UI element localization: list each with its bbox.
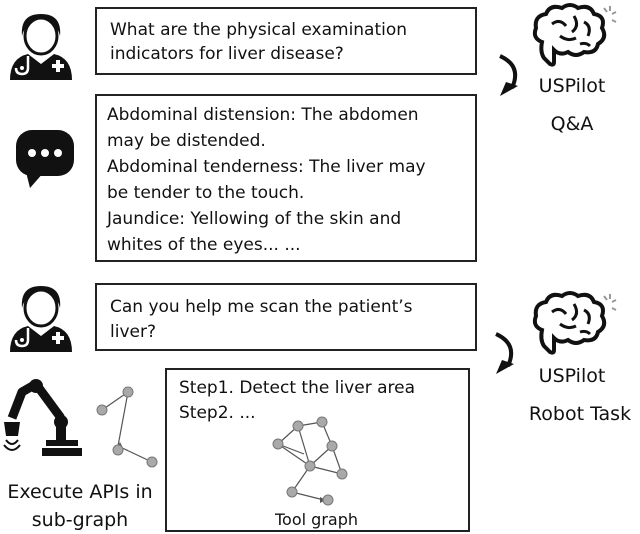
brain-icon-top bbox=[532, 3, 617, 67]
answer-box: Abdominal distension: The abdomen may be… bbox=[95, 94, 477, 262]
answer-line-3: Abdominal tenderness: The liver may bbox=[107, 157, 426, 177]
curved-arrow-bottom bbox=[495, 332, 514, 374]
curved-arrow-top bbox=[499, 54, 518, 96]
tool-graph-node bbox=[316, 416, 328, 428]
tool-graph bbox=[272, 416, 348, 506]
mode-label-robot: Robot Task bbox=[528, 403, 632, 425]
doctor-icon-bottom bbox=[10, 286, 72, 352]
question-line-2: indicators for liver disease? bbox=[110, 44, 344, 64]
request-line-1: Can you help me scan the patient’s bbox=[110, 297, 413, 317]
agent-name-top: USPilot bbox=[538, 75, 606, 97]
tool-graph-node bbox=[336, 468, 348, 480]
mode-label-qa: Q&A bbox=[550, 113, 594, 135]
doctor-icon-top bbox=[10, 14, 72, 80]
request-box: Can you help me scan the patient’s liver… bbox=[95, 283, 477, 351]
tool-graph-label: Tool graph bbox=[275, 510, 358, 529]
execute-line-1: Execute APIs in bbox=[7, 481, 153, 503]
tool-graph-node bbox=[292, 420, 304, 432]
tool-graph-node bbox=[304, 460, 316, 472]
execute-line-2: sub-graph bbox=[31, 509, 129, 531]
answer-line-1: Abdominal distension: The abdomen bbox=[107, 105, 419, 125]
answer-line-2: may be distended. bbox=[107, 131, 266, 151]
robot-arm-icon bbox=[3, 379, 82, 456]
step-line-2: Step2. ... bbox=[179, 403, 256, 423]
agent-name-bottom: USPilot bbox=[538, 365, 606, 387]
sub-graph-node bbox=[96, 404, 108, 416]
step-line-1: Step1. Detect the liver area bbox=[179, 378, 415, 398]
question-line-1: What are the physical examination bbox=[110, 20, 408, 40]
tool-graph-node bbox=[272, 438, 284, 450]
question-box: What are the physical examination indica… bbox=[95, 7, 477, 75]
sub-graph-node bbox=[146, 456, 158, 468]
answer-line-5: Jaundice: Yellowing of the skin and bbox=[107, 209, 402, 229]
brain-icon-bottom bbox=[532, 291, 617, 355]
tool-graph-node bbox=[326, 440, 338, 452]
tool-graph-node bbox=[322, 494, 334, 506]
tool-graph-node bbox=[286, 486, 298, 498]
request-line-2: liver? bbox=[110, 322, 156, 342]
answer-line-4: be tender to the touch. bbox=[107, 183, 305, 203]
step-box: Step1. Detect the liver area Step2. ... … bbox=[165, 368, 470, 532]
sub-graph-node bbox=[122, 386, 134, 398]
chat-bubble-icon bbox=[16, 130, 74, 188]
sub-graph-node bbox=[112, 444, 124, 456]
sub-graph bbox=[96, 386, 158, 468]
answer-line-6: whites of the eyes... ... bbox=[107, 235, 301, 255]
